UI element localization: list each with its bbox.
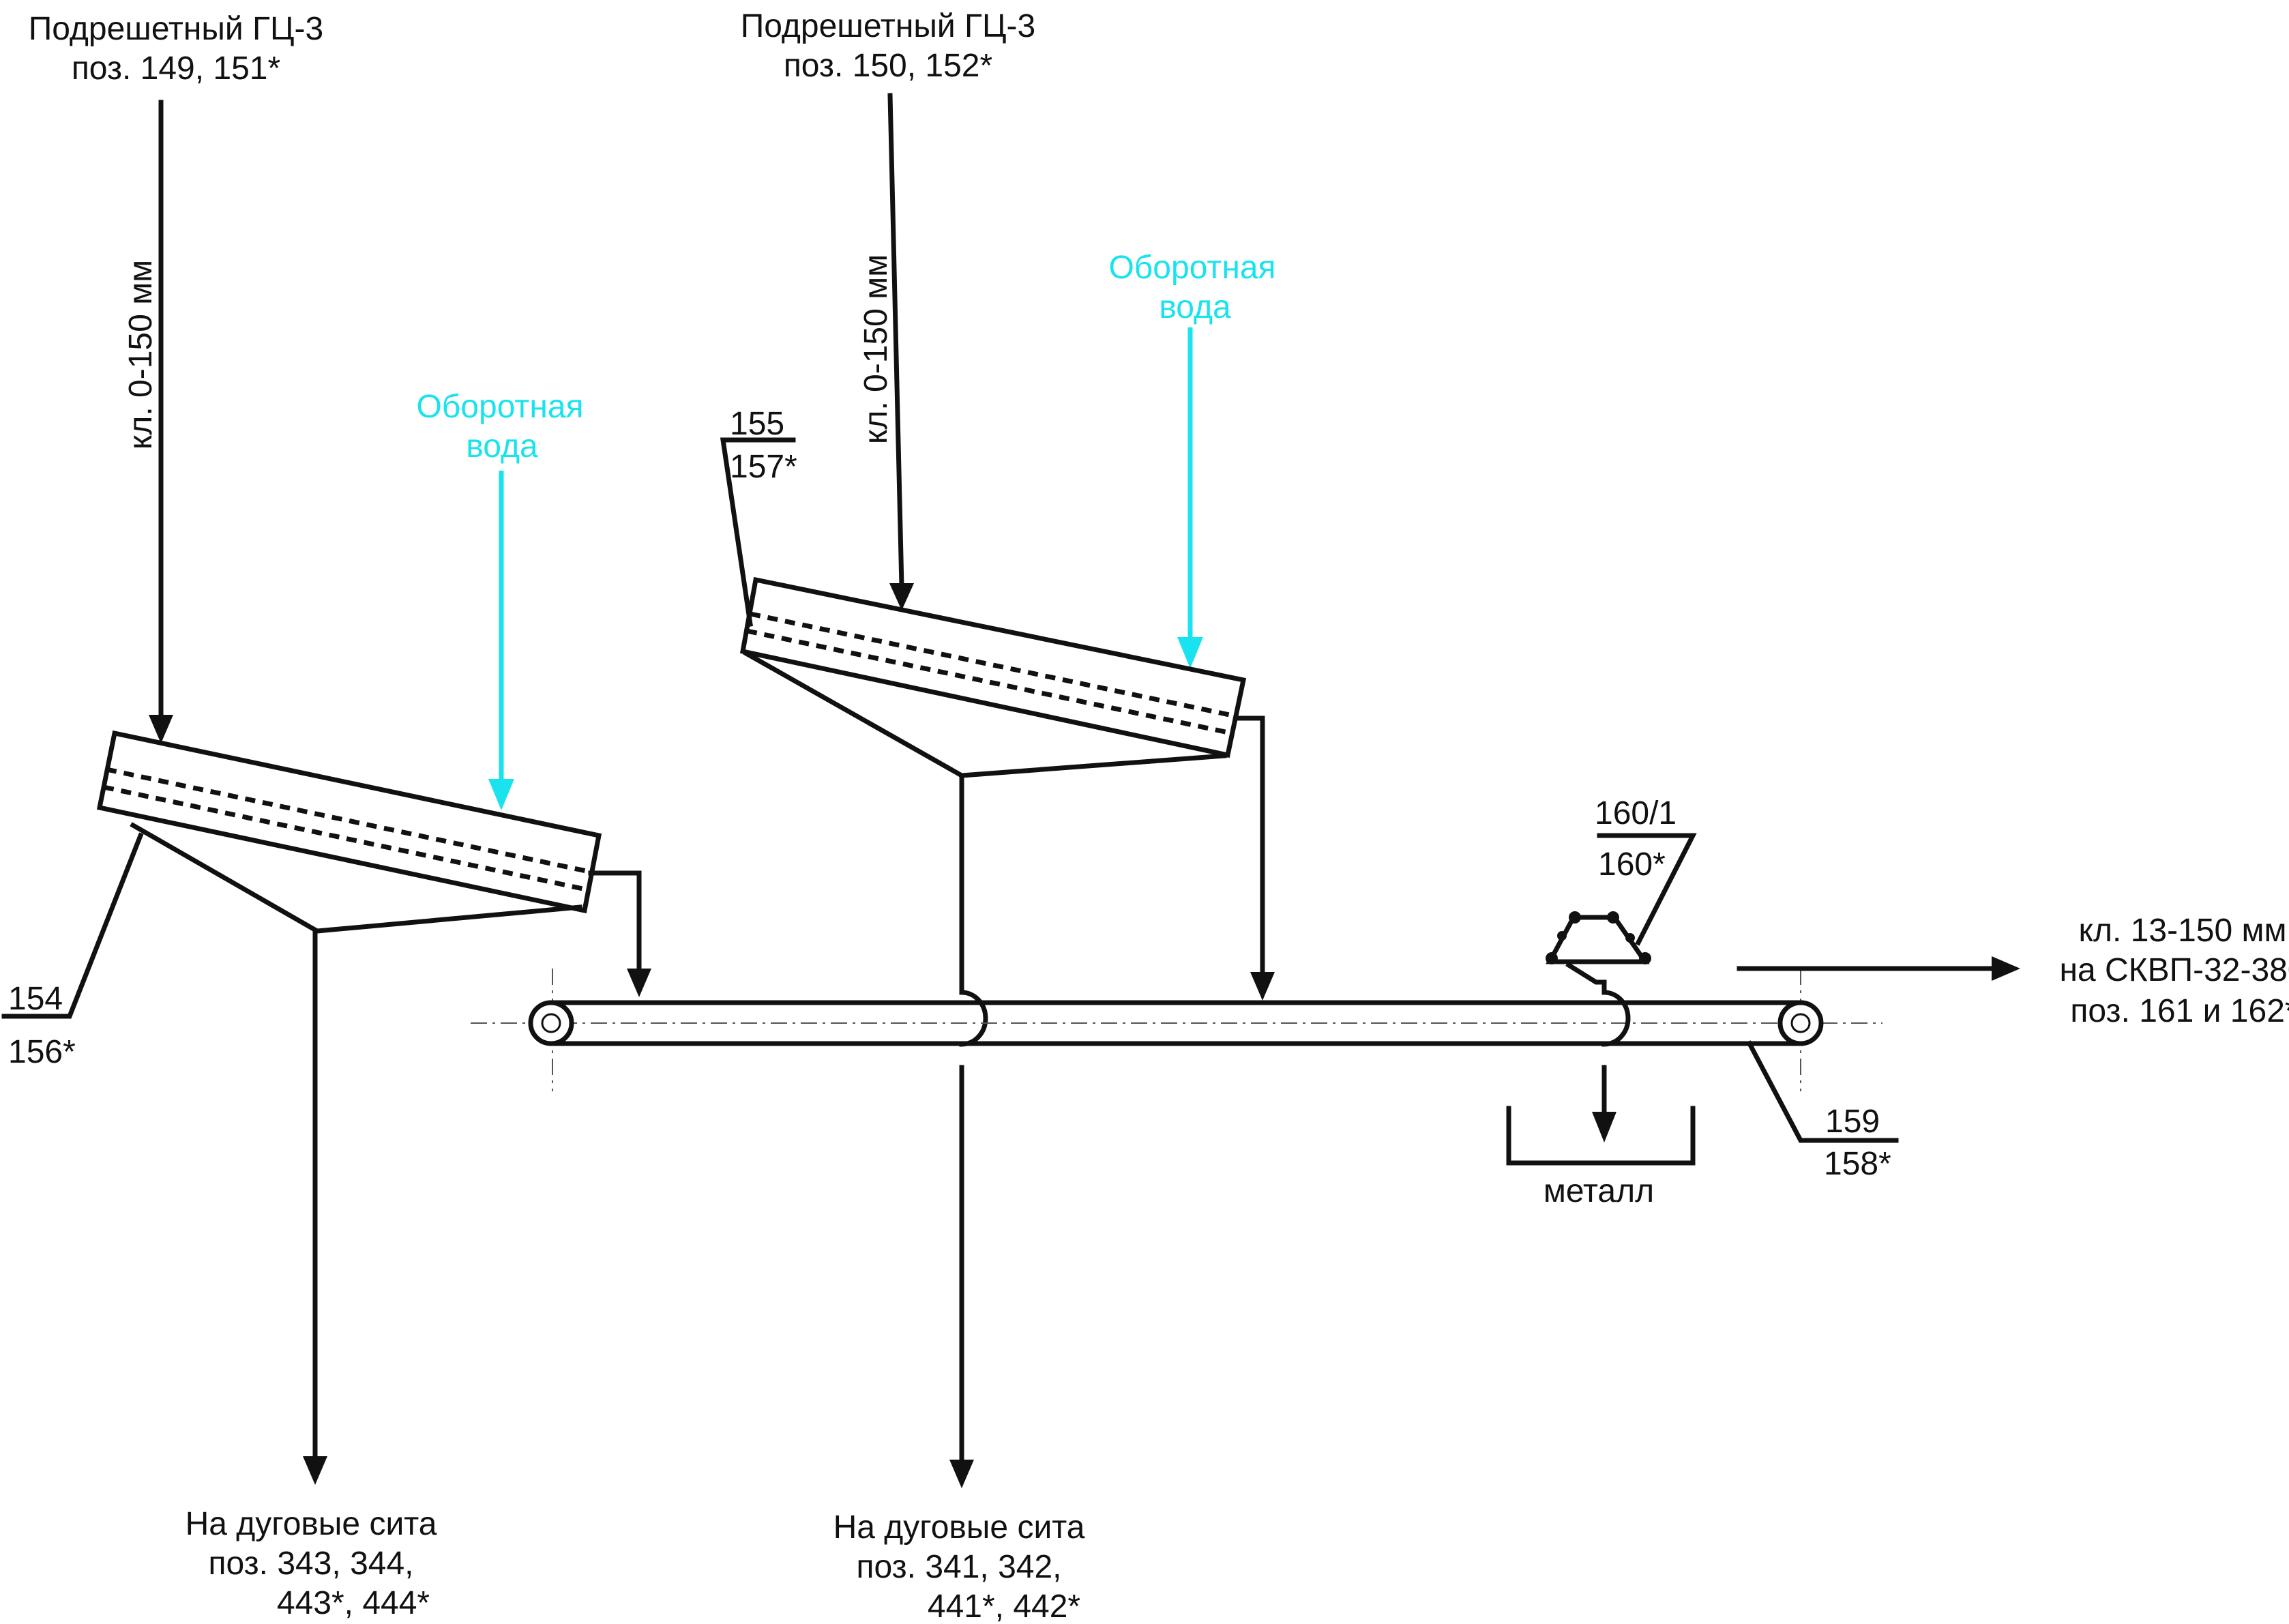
source-1-pos: поз. 149, 151* [72, 50, 280, 87]
source-2-title: Подрешетный ГЦ-3 [741, 8, 1035, 44]
oversize-1-chute [588, 870, 651, 997]
product-line2: на СКВП-32-380 [2059, 952, 2289, 988]
separator-tag-leader [1597, 833, 1697, 946]
screen-2-tag-top: 155 [730, 406, 784, 442]
undersize-2-arrow [949, 773, 988, 1488]
product-line1: кл. 13-150 мм [2078, 913, 2286, 949]
belt-conveyor [471, 969, 1882, 1091]
feed-2-label: кл. 0-150 мм [858, 254, 894, 444]
output-2-line3: 441*, 442* [928, 1589, 1080, 1624]
oversize-2-chute [1234, 715, 1275, 1001]
water-1-line1: Оборотная [416, 389, 583, 425]
product-line3: поз. 161 и 162* [2070, 993, 2289, 1029]
output-2-line2: поз. 341, 342, [856, 1549, 1061, 1585]
source-2-pos: поз. 150, 152* [784, 48, 992, 84]
output-1-line2: поз. 343, 344, [208, 1546, 413, 1582]
product-arrow [1737, 956, 2020, 981]
water-2-line2: вода [1159, 289, 1231, 325]
feed-arrow-1 [149, 100, 173, 743]
feed-1-label: кл. 0-150 мм [123, 260, 159, 449]
separator-tag-bottom: 160* [1598, 846, 1666, 883]
vibrating-screen-2 [739, 576, 1247, 778]
screen-2-tag-leader [720, 437, 796, 627]
water-arrow-2 [1177, 327, 1203, 668]
undersize-1-arrow [303, 928, 327, 1485]
screen-2-tag-bottom: 157* [730, 449, 797, 485]
magnetic-separator [1546, 911, 1651, 985]
screen-1-tag-top: 154 [8, 981, 63, 1017]
conveyor-tag-leader [1746, 1040, 1899, 1143]
source-1-title: Подрешетный ГЦ-3 [29, 11, 323, 47]
metal-drop-arrow [1592, 979, 1631, 1142]
conveyor-tag-top: 159 [1825, 1104, 1880, 1140]
metal-bin [1506, 1106, 1696, 1166]
metal-label: металл [1544, 1173, 1654, 1209]
water-1-line2: вода [466, 428, 538, 464]
water-arrow-1 [488, 471, 514, 810]
conveyor-tag-bottom: 158* [1824, 1146, 1891, 1182]
screen-1-tag-bottom: 156* [8, 1034, 76, 1070]
feed-arrow-2 [887, 93, 914, 610]
screen-1-tag-leader [1, 832, 144, 1019]
vibrating-screen-1 [96, 730, 602, 934]
separator-tag-top: 160/1 [1595, 795, 1677, 831]
output-1-line1: На дуговые сита [186, 1506, 437, 1542]
output-1-line3: 443*, 444* [277, 1585, 430, 1621]
water-2-line1: Оборотная [1108, 250, 1275, 286]
output-2-line1: На дуговые сита [833, 1509, 1085, 1546]
